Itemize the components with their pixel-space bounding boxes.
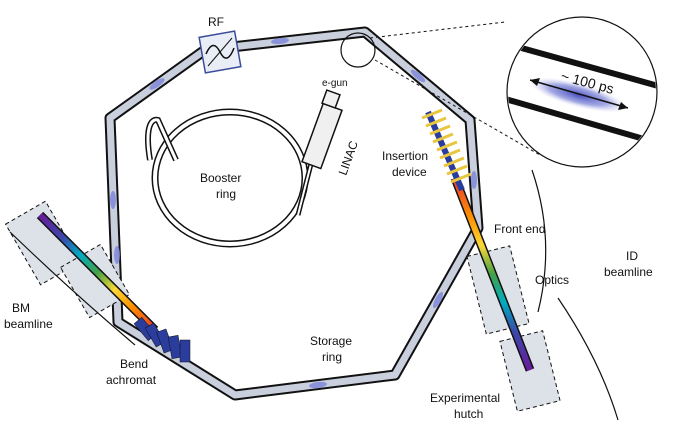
bend-label-1: Bend — [120, 357, 148, 371]
bunch-zoom — [506, 16, 658, 168]
electron-bunches — [110, 37, 477, 389]
brackets — [9, 169, 619, 421]
id-beamline — [450, 176, 561, 412]
booster-label-1: Booster — [200, 171, 241, 185]
storage-label-2: ring — [322, 350, 342, 364]
storage-label-1: Storage — [310, 334, 352, 348]
linac — [301, 89, 343, 170]
bend-achromat — [133, 317, 191, 363]
insertion-label-2: device — [392, 165, 427, 179]
bend-label-2: achromat — [106, 373, 157, 387]
linac-label: LINAC — [336, 139, 361, 177]
insertion-device — [421, 108, 472, 192]
bm-label-1: BM — [12, 301, 30, 315]
insertion-label-1: Insertion — [382, 149, 428, 163]
bm-label-2: beamline — [4, 317, 53, 331]
front-end-label: Front end — [494, 222, 545, 236]
rf-cavity — [198, 30, 242, 74]
zoom-indicator — [340, 21, 541, 156]
hutch-label-1: Experimental — [430, 391, 500, 405]
rf-label: RF — [208, 15, 224, 29]
storage-ring — [104, 26, 484, 401]
booster-label-2: ring — [216, 187, 236, 201]
id-label-2: beamline — [604, 265, 653, 279]
bm-beamline — [4, 200, 159, 334]
booster-ring — [145, 108, 315, 248]
optics-label: Optics — [535, 273, 569, 287]
egun-label: e-gun — [322, 78, 348, 89]
id-label-1: ID — [626, 249, 638, 263]
hutch-label-2: hutch — [454, 407, 483, 421]
